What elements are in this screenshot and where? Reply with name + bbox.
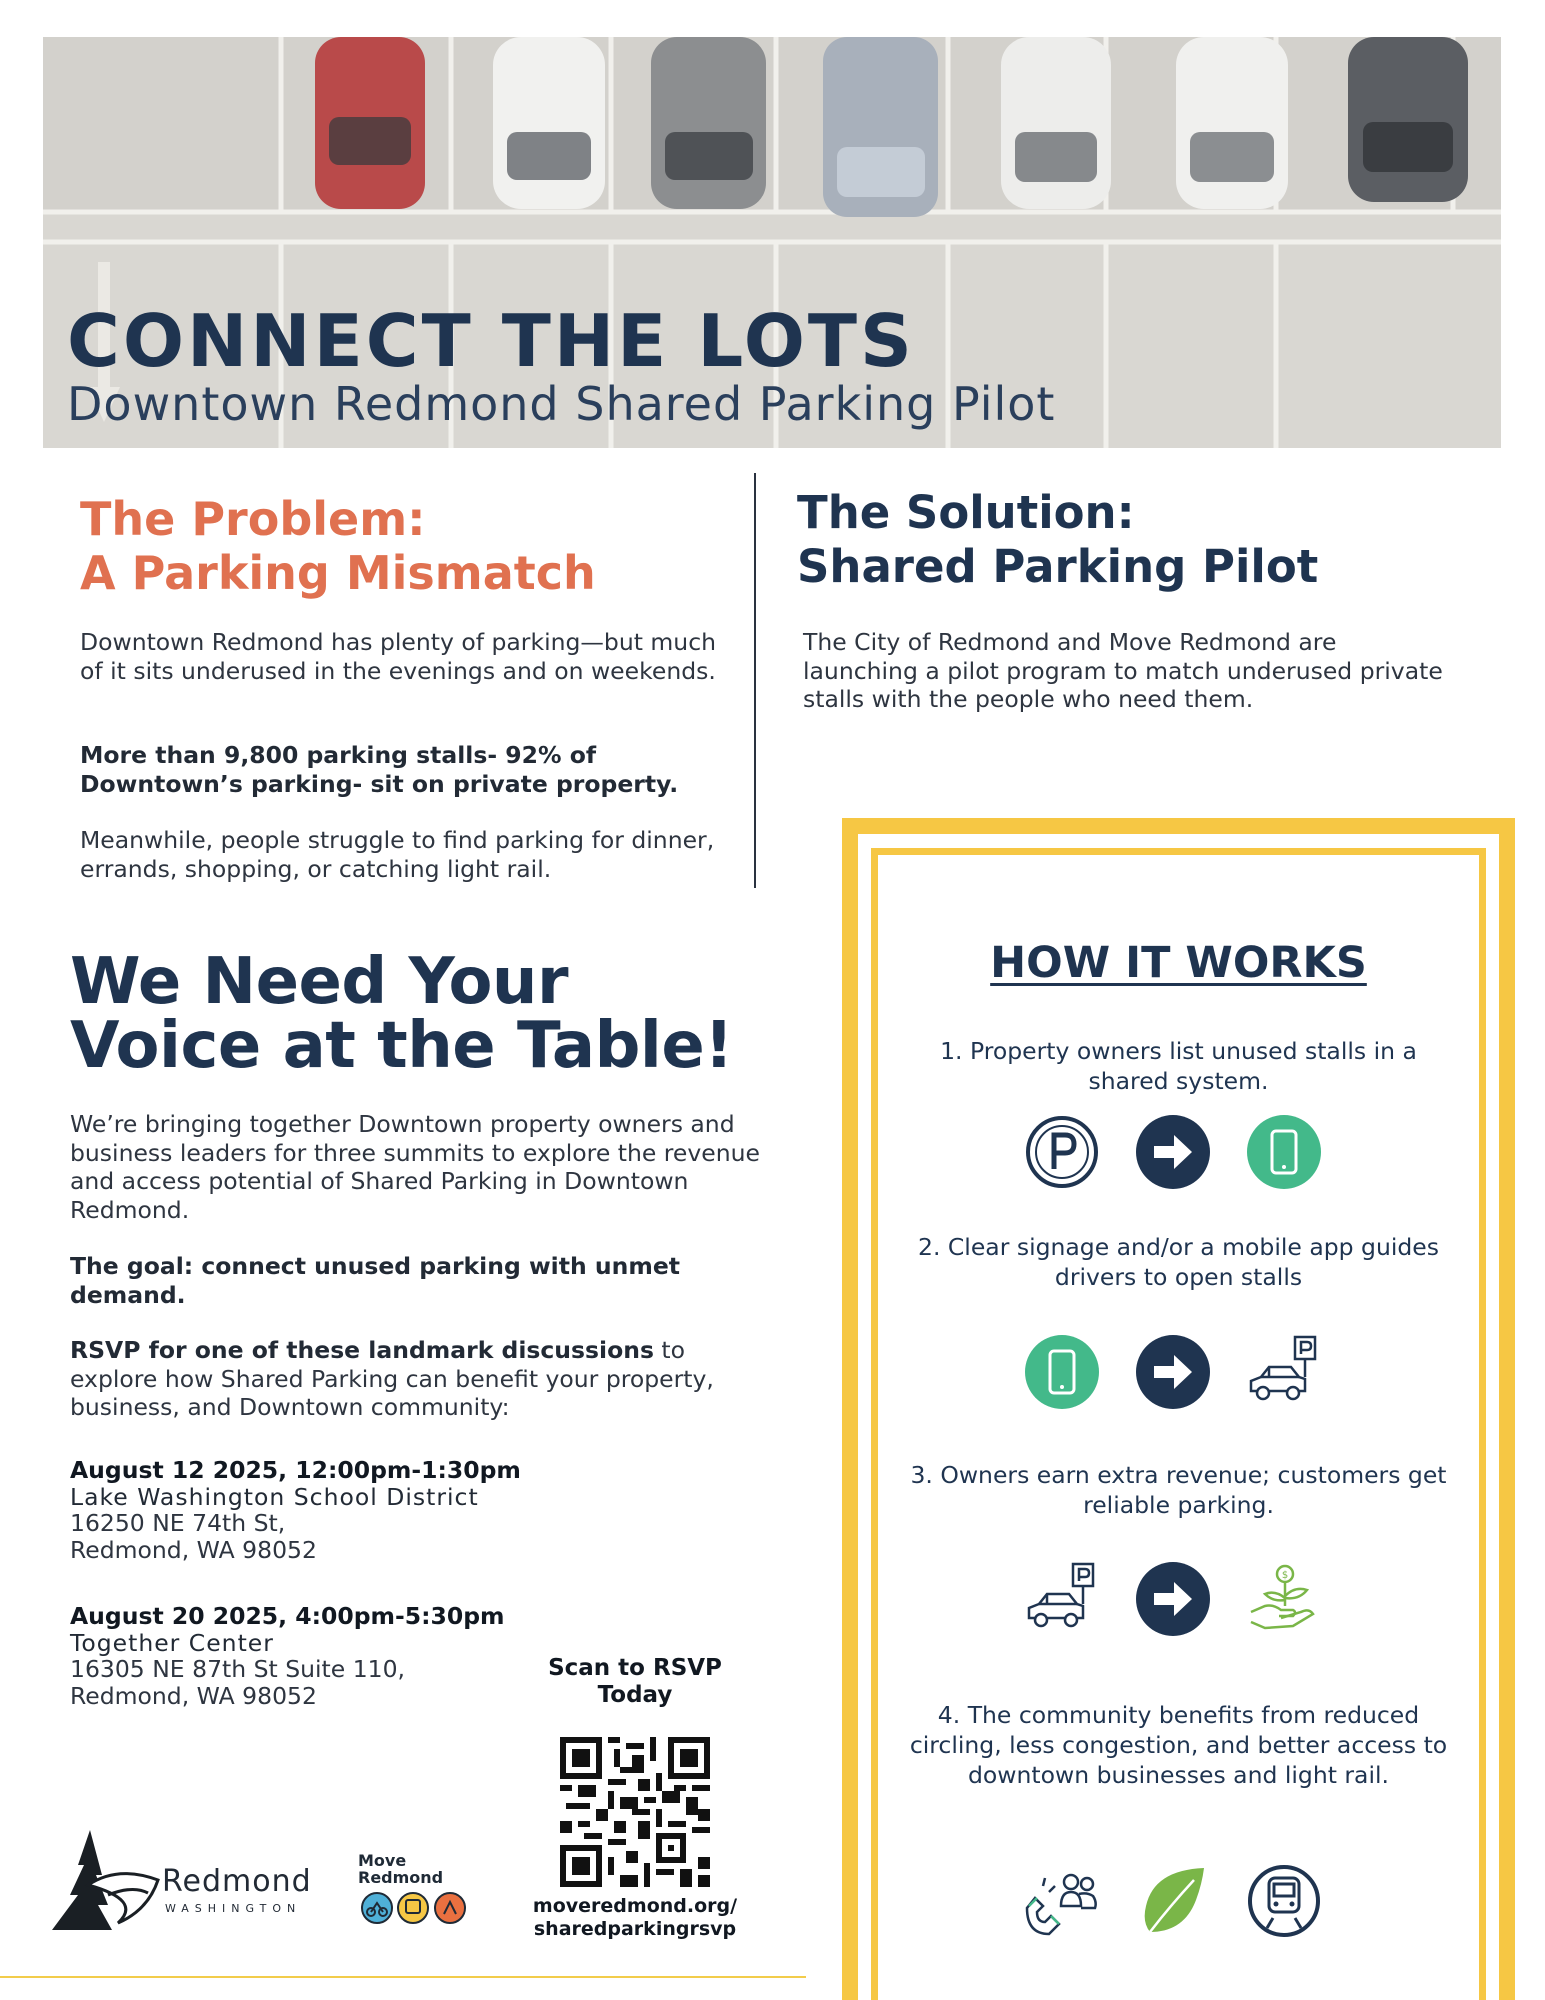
step-2-text: 2. Clear signage and/or a mobile app gui… bbox=[918, 1233, 1439, 1291]
rsvp-label-line2: Today bbox=[597, 1682, 673, 1708]
rsvp-label: Scan to RSVP Today bbox=[510, 1655, 760, 1709]
hero-title: CONNECT THE LOTS bbox=[67, 299, 915, 383]
solution-heading-line1: The Solution: bbox=[797, 486, 1135, 539]
problem-paragraph-1: Downtown Redmond has plenty of parking—b… bbox=[80, 628, 717, 685]
event-venue: Together Center bbox=[70, 1628, 274, 1657]
arrow-right-icon bbox=[1136, 1115, 1210, 1189]
svg-text:$: $ bbox=[1282, 1570, 1288, 1581]
problem-heading: The Problem: A Parking Mismatch bbox=[80, 492, 596, 600]
voice-heading-line1: We Need Your bbox=[70, 945, 569, 1019]
voice-heading: We Need Your Voice at the Table! bbox=[70, 950, 733, 1078]
redmond-name: Redmond bbox=[162, 1864, 312, 1899]
phone-icon bbox=[1025, 1335, 1099, 1409]
step-4-text: 4. The community benefits from reduced c… bbox=[909, 1701, 1448, 1789]
train-icon bbox=[1248, 1865, 1320, 1937]
hero-banner: CONNECT THE LOTS Downtown Redmond Shared… bbox=[43, 37, 1501, 448]
rsvp-qr-code[interactable] bbox=[560, 1737, 710, 1887]
leaf-icon bbox=[1144, 1868, 1204, 1933]
how-it-works-title: HOW IT WORKS bbox=[878, 938, 1479, 988]
problem-stat: More than 9,800 parking stalls- 92% of D… bbox=[80, 741, 679, 798]
problem-heading-line1: The Problem: bbox=[80, 492, 426, 546]
event-address-line2: Redmond, WA 98052 bbox=[70, 1681, 317, 1710]
voice-heading-line2: Voice at the Table! bbox=[70, 1009, 733, 1083]
move-word-line2: Redmond bbox=[358, 1868, 444, 1887]
event-item: August 20 2025, 4:00pm-5:30pm Together C… bbox=[70, 1603, 630, 1709]
redmond-subtitle: WASHINGTON bbox=[165, 1902, 302, 1915]
arrow-right-icon bbox=[1136, 1335, 1210, 1409]
solution-heading-line2: Shared Parking Pilot bbox=[797, 540, 1319, 593]
move-word-line1: Move bbox=[358, 1851, 407, 1870]
voice-rsvp-text: RSVP for one of these landmark discussio… bbox=[70, 1336, 770, 1422]
event-date: August 20 2025, 4:00pm-5:30pm bbox=[70, 1602, 505, 1630]
voice-rsvp-bold: RSVP for one of these landmark discussio… bbox=[70, 1336, 654, 1364]
redmond-logo bbox=[52, 1830, 160, 1930]
event-address-line1: 16250 NE 74th St, bbox=[70, 1509, 286, 1537]
voice-goal-text: The goal: connect unused parking with un… bbox=[70, 1252, 680, 1309]
revenue-hand-icon: $ bbox=[1250, 1564, 1315, 1630]
how-title-text: HOW IT WORKS bbox=[990, 938, 1367, 988]
problem-paragraph-3: Meanwhile, people struggle to find parki… bbox=[80, 826, 715, 883]
magnet-people-icon bbox=[1025, 1873, 1097, 1936]
step-1-text: 1. Property owners list unused stalls in… bbox=[940, 1037, 1417, 1095]
parking-icon bbox=[1026, 1116, 1098, 1188]
hero-subtitle: Downtown Redmond Shared Parking Pilot bbox=[67, 377, 1056, 431]
problem-heading-line2: A Parking Mismatch bbox=[80, 546, 596, 600]
solution-text: The City of Redmond and Move Redmond are… bbox=[803, 628, 1443, 713]
column-divider bbox=[754, 473, 756, 888]
arrow-right-icon bbox=[1136, 1562, 1210, 1636]
event-venue: Lake Washington School District bbox=[70, 1482, 479, 1511]
how-it-works-panel bbox=[878, 855, 1479, 2000]
move-redmond-wordmark: Move Redmond bbox=[358, 1852, 443, 1886]
step-3-text: 3. Owners earn extra revenue; customers … bbox=[910, 1461, 1447, 1519]
phone-icon bbox=[1247, 1115, 1321, 1189]
event-address-line2: Redmond, WA 98052 bbox=[70, 1535, 317, 1564]
rsvp-url-line2[interactable]: sharedparkingrsvp bbox=[533, 1918, 737, 1940]
bottom-rule bbox=[0, 1976, 806, 1978]
rsvp-link[interactable]: moveredmond.org/ sharedparkingrsvp bbox=[510, 1895, 760, 1941]
move-redmond-logo bbox=[361, 1892, 466, 1924]
event-date: August 12 2025, 12:00pm-1:30pm bbox=[70, 1456, 521, 1484]
voice-goal: The goal: connect unused parking with un… bbox=[70, 1252, 770, 1309]
car-parking-icon bbox=[1249, 1335, 1317, 1401]
rsvp-url-line1[interactable]: moveredmond.org/ bbox=[532, 1895, 738, 1917]
voice-rsvp-rest: to explore how Shared Parking can benefi… bbox=[70, 1336, 714, 1421]
parking-lot-photo bbox=[43, 37, 1501, 448]
voice-paragraph: We’re bringing together Downtown propert… bbox=[70, 1110, 760, 1224]
rsvp-label-line1: Scan to RSVP bbox=[548, 1655, 722, 1681]
event-address-line1: 16305 NE 87th St Suite 110, bbox=[70, 1655, 406, 1683]
event-item: August 12 2025, 12:00pm-1:30pm Lake Wash… bbox=[70, 1457, 630, 1563]
solution-heading: The Solution: Shared Parking Pilot bbox=[797, 486, 1318, 594]
car-parking-icon bbox=[1027, 1562, 1095, 1628]
